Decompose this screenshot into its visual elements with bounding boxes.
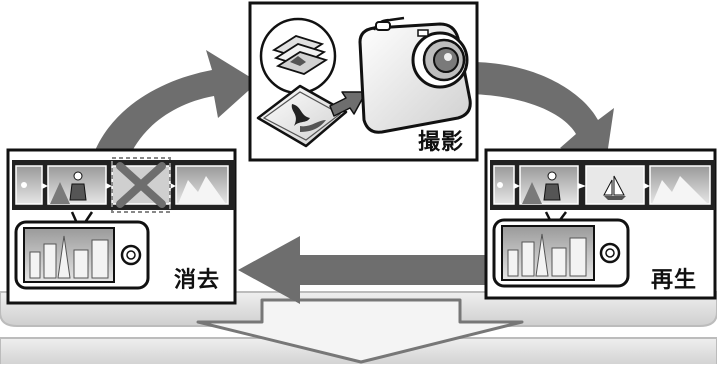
- delete-panel: [6, 148, 237, 305]
- photo-frame-icon: [492, 211, 630, 288]
- delete-cross-icon: [111, 157, 171, 213]
- arrow-to-delete: [238, 236, 486, 304]
- memory-card-icon: [256, 84, 348, 148]
- capture-panel: [248, 1, 479, 162]
- arrow-to-capture: [92, 50, 258, 160]
- down-arrow: [196, 298, 524, 364]
- thought-bubble-icon: [259, 17, 337, 108]
- photo-frame-icon: [14, 211, 150, 290]
- filmstrip-icon: [490, 160, 715, 210]
- playback-panel: [484, 148, 717, 300]
- capture-label: 撮影: [418, 130, 465, 155]
- arrow-to-playback: [470, 62, 614, 162]
- camera-icon: [358, 16, 472, 134]
- playback-label: 再生: [651, 268, 698, 293]
- insert-arrow-icon: [329, 91, 367, 117]
- delete-label: 消去: [174, 268, 221, 293]
